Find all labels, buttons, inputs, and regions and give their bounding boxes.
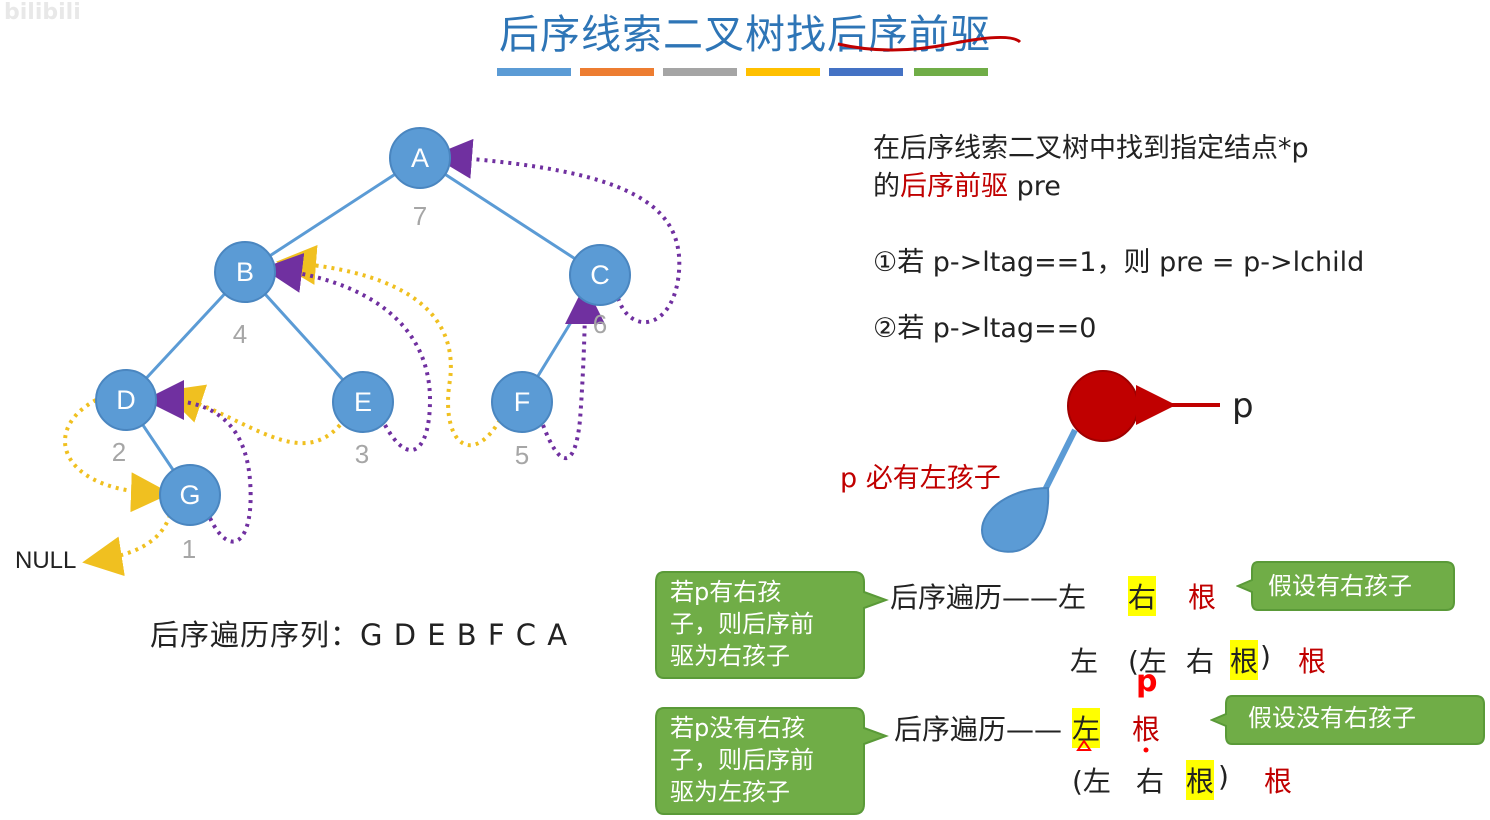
node-G [159, 464, 221, 526]
callout-has-right-text: 若p有右孩 子，则后序前 驱为右孩子 [670, 576, 814, 672]
callout-no-right-line1: 若p没有右孩 [670, 714, 806, 742]
left-child-blob [980, 486, 1050, 553]
thread-C-succ [432, 138, 682, 325]
node-C [569, 244, 631, 306]
row-2-group-right: 右 [1186, 645, 1215, 678]
p-label: p [1232, 386, 1254, 426]
rule-2: ②若 p->ltag==0 [873, 313, 1097, 344]
thread-G-null [82, 514, 172, 577]
node-D [95, 369, 157, 431]
order-B: 4 [233, 319, 247, 349]
handwritten-mark [1076, 739, 1092, 751]
node-B-label: B [236, 257, 254, 287]
callout-has-right-bubble [655, 571, 889, 679]
pred-threads [63, 244, 502, 577]
node-G-label: G [179, 480, 200, 510]
stripe-4 [746, 68, 820, 76]
row-1-root: 根 [1188, 581, 1217, 614]
callout-no-right-text: 若p没有右孩 子，则后序前 驱为左孩子 [670, 712, 814, 808]
p-node-figure [980, 370, 1220, 553]
stripe-3 [663, 68, 737, 76]
row-2-left: 左 [1070, 645, 1099, 678]
stripe-6 [914, 68, 988, 76]
node-F [491, 371, 553, 433]
node-B [214, 241, 276, 303]
row-2-root: 根 [1298, 645, 1327, 678]
node-E [332, 371, 394, 433]
node-A-label: A [411, 143, 429, 173]
thread-F-pred [276, 244, 502, 448]
threaded-tree-diagram: A B C D E F G 7 4 6 2 3 5 1 NULL [15, 127, 682, 577]
desc-line2-suffix: pre [1008, 171, 1061, 202]
watermark: bilibili [4, 0, 81, 25]
callout-no-right-bubble [655, 707, 889, 815]
postorder-sequence: 后序遍历序列：G D E B F C A [150, 618, 569, 652]
row-4-group-right: 右 [1136, 765, 1165, 798]
node-C-label: C [590, 260, 610, 290]
thread-E-succ [262, 253, 433, 452]
thread-F-succ [541, 284, 605, 460]
stripe-2 [580, 68, 654, 76]
row-3-root: 根 [1132, 713, 1161, 746]
tree-nodes [95, 127, 631, 526]
order-F: 5 [515, 440, 529, 470]
title-underline-mark [837, 35, 1022, 52]
order-A: 7 [413, 201, 427, 231]
callout-has-right-line1: 若p有右孩 [670, 578, 782, 606]
row-4-group-root: 根 [1186, 760, 1215, 800]
desc-line2: 的后序前驱 pre [873, 164, 1061, 203]
row-3-prefix: 后序遍历—— [894, 713, 1063, 746]
callout-assume-right-text: 假设有右孩子 [1268, 572, 1412, 600]
handwritten-dot [1143, 747, 1149, 753]
thread-G-pred [63, 398, 171, 513]
handwritten-p: p [1136, 664, 1158, 699]
row-2-group-left: (左 [1128, 645, 1167, 678]
callout-assume-no-right-text: 假设没有右孩子 [1248, 704, 1416, 732]
callout-has-right-line3: 驱为右孩子 [670, 642, 790, 670]
null-label: NULL [15, 547, 76, 574]
callout-no-right-line2: 子，则后序前 [670, 746, 814, 774]
order-D: 2 [112, 437, 126, 467]
node-D-label: D [116, 385, 136, 415]
row-2-group-root: 根 [1230, 640, 1259, 680]
callout-has-right-line2: 子，则后序前 [670, 610, 814, 638]
row-2-close: ) [1260, 640, 1271, 673]
succ-threads [144, 138, 682, 544]
row-4-close: ) [1218, 760, 1229, 793]
order-E: 3 [355, 439, 369, 469]
desc-line1: 在后序线索二叉树中找到指定结点*p [873, 133, 1309, 164]
desc-line2-highlight: 后序前驱 [900, 171, 1008, 202]
p-note: p 必有左孩子 [840, 463, 1001, 494]
desc-line2-prefix: 的 [873, 171, 900, 202]
node-A [389, 127, 451, 189]
stripe-1 [497, 68, 571, 76]
thread-E-pred [162, 384, 342, 446]
callout-assume-no-right-bubble [1210, 695, 1485, 745]
edge-A-B [244, 156, 421, 274]
order-G: 1 [182, 534, 196, 564]
p-node-circle [1067, 370, 1139, 442]
order-C: 6 [593, 309, 607, 339]
row-4-group-left: (左 [1072, 765, 1111, 798]
callout-assume-right-bubble [1236, 561, 1455, 611]
row-1-right: 右 [1128, 576, 1157, 616]
row-1-prefix: 后序遍历——左 [890, 581, 1087, 614]
node-E-label: E [354, 387, 372, 417]
stripe-5 [829, 68, 903, 76]
callout-no-right-line3: 驱为左孩子 [670, 778, 790, 806]
row-3-left: 左 [1072, 708, 1101, 748]
node-F-label: F [514, 387, 531, 417]
row-4-root: 根 [1264, 765, 1293, 798]
rule-1: ①若 p->ltag==1，则 pre = p->lchild [873, 247, 1365, 278]
page-title: 后序线索二叉树找后序前驱 [499, 12, 991, 58]
